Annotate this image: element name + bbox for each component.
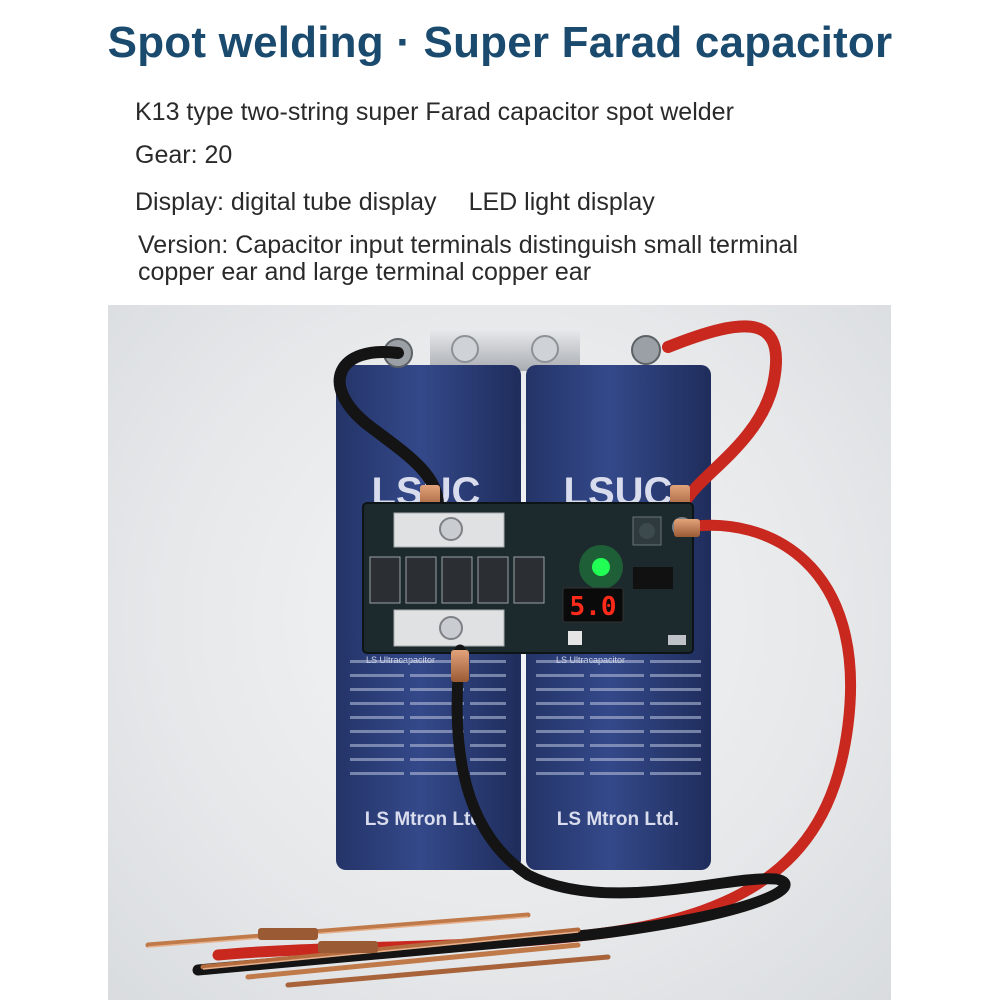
product-photo: LSUC LS Ultracapacitor LS Mtron Ltd. LSU… bbox=[108, 305, 891, 1000]
black-lead-top bbox=[333, 346, 444, 511]
cap-fine-print-left: LS Ultracapacitor bbox=[366, 655, 435, 665]
spec-gear: Gear: 20 bbox=[135, 141, 233, 169]
spec-model: K13 type two-string super Farad capacito… bbox=[135, 98, 734, 126]
cap-fine-print-right: LS Ultracapacitor bbox=[556, 655, 625, 665]
spec-version-line1: Version: Capacitor input terminals disti… bbox=[138, 231, 799, 259]
spec-display-digital: Display: digital tube display bbox=[135, 188, 437, 216]
spec-version: Version: Capacitor input terminals disti… bbox=[138, 232, 798, 286]
seven-segment-display: 5.0 bbox=[570, 592, 617, 622]
welder-pcb: 5.0 bbox=[362, 502, 694, 654]
page-title: Spot welding · Super Farad capacitor bbox=[107, 18, 893, 67]
red-lead-top bbox=[662, 320, 783, 511]
black-lead-main bbox=[192, 644, 791, 976]
welding-pens bbox=[145, 912, 611, 988]
cap-maker-left: LS Mtron Ltd. bbox=[365, 809, 487, 830]
spec-display-led: LED light display bbox=[468, 188, 655, 216]
status-led bbox=[592, 558, 610, 576]
spec-display: Display: digital tube display LED light d… bbox=[135, 188, 655, 216]
terminal-post-right bbox=[631, 335, 661, 365]
cap-maker-right: LS Mtron Ltd. bbox=[557, 809, 679, 830]
spec-version-line2: copper ear and large terminal copper ear bbox=[138, 258, 592, 286]
spot-welder-illustration: LSUC LS Ultracapacitor LS Mtron Ltd. LSU… bbox=[145, 320, 856, 988]
